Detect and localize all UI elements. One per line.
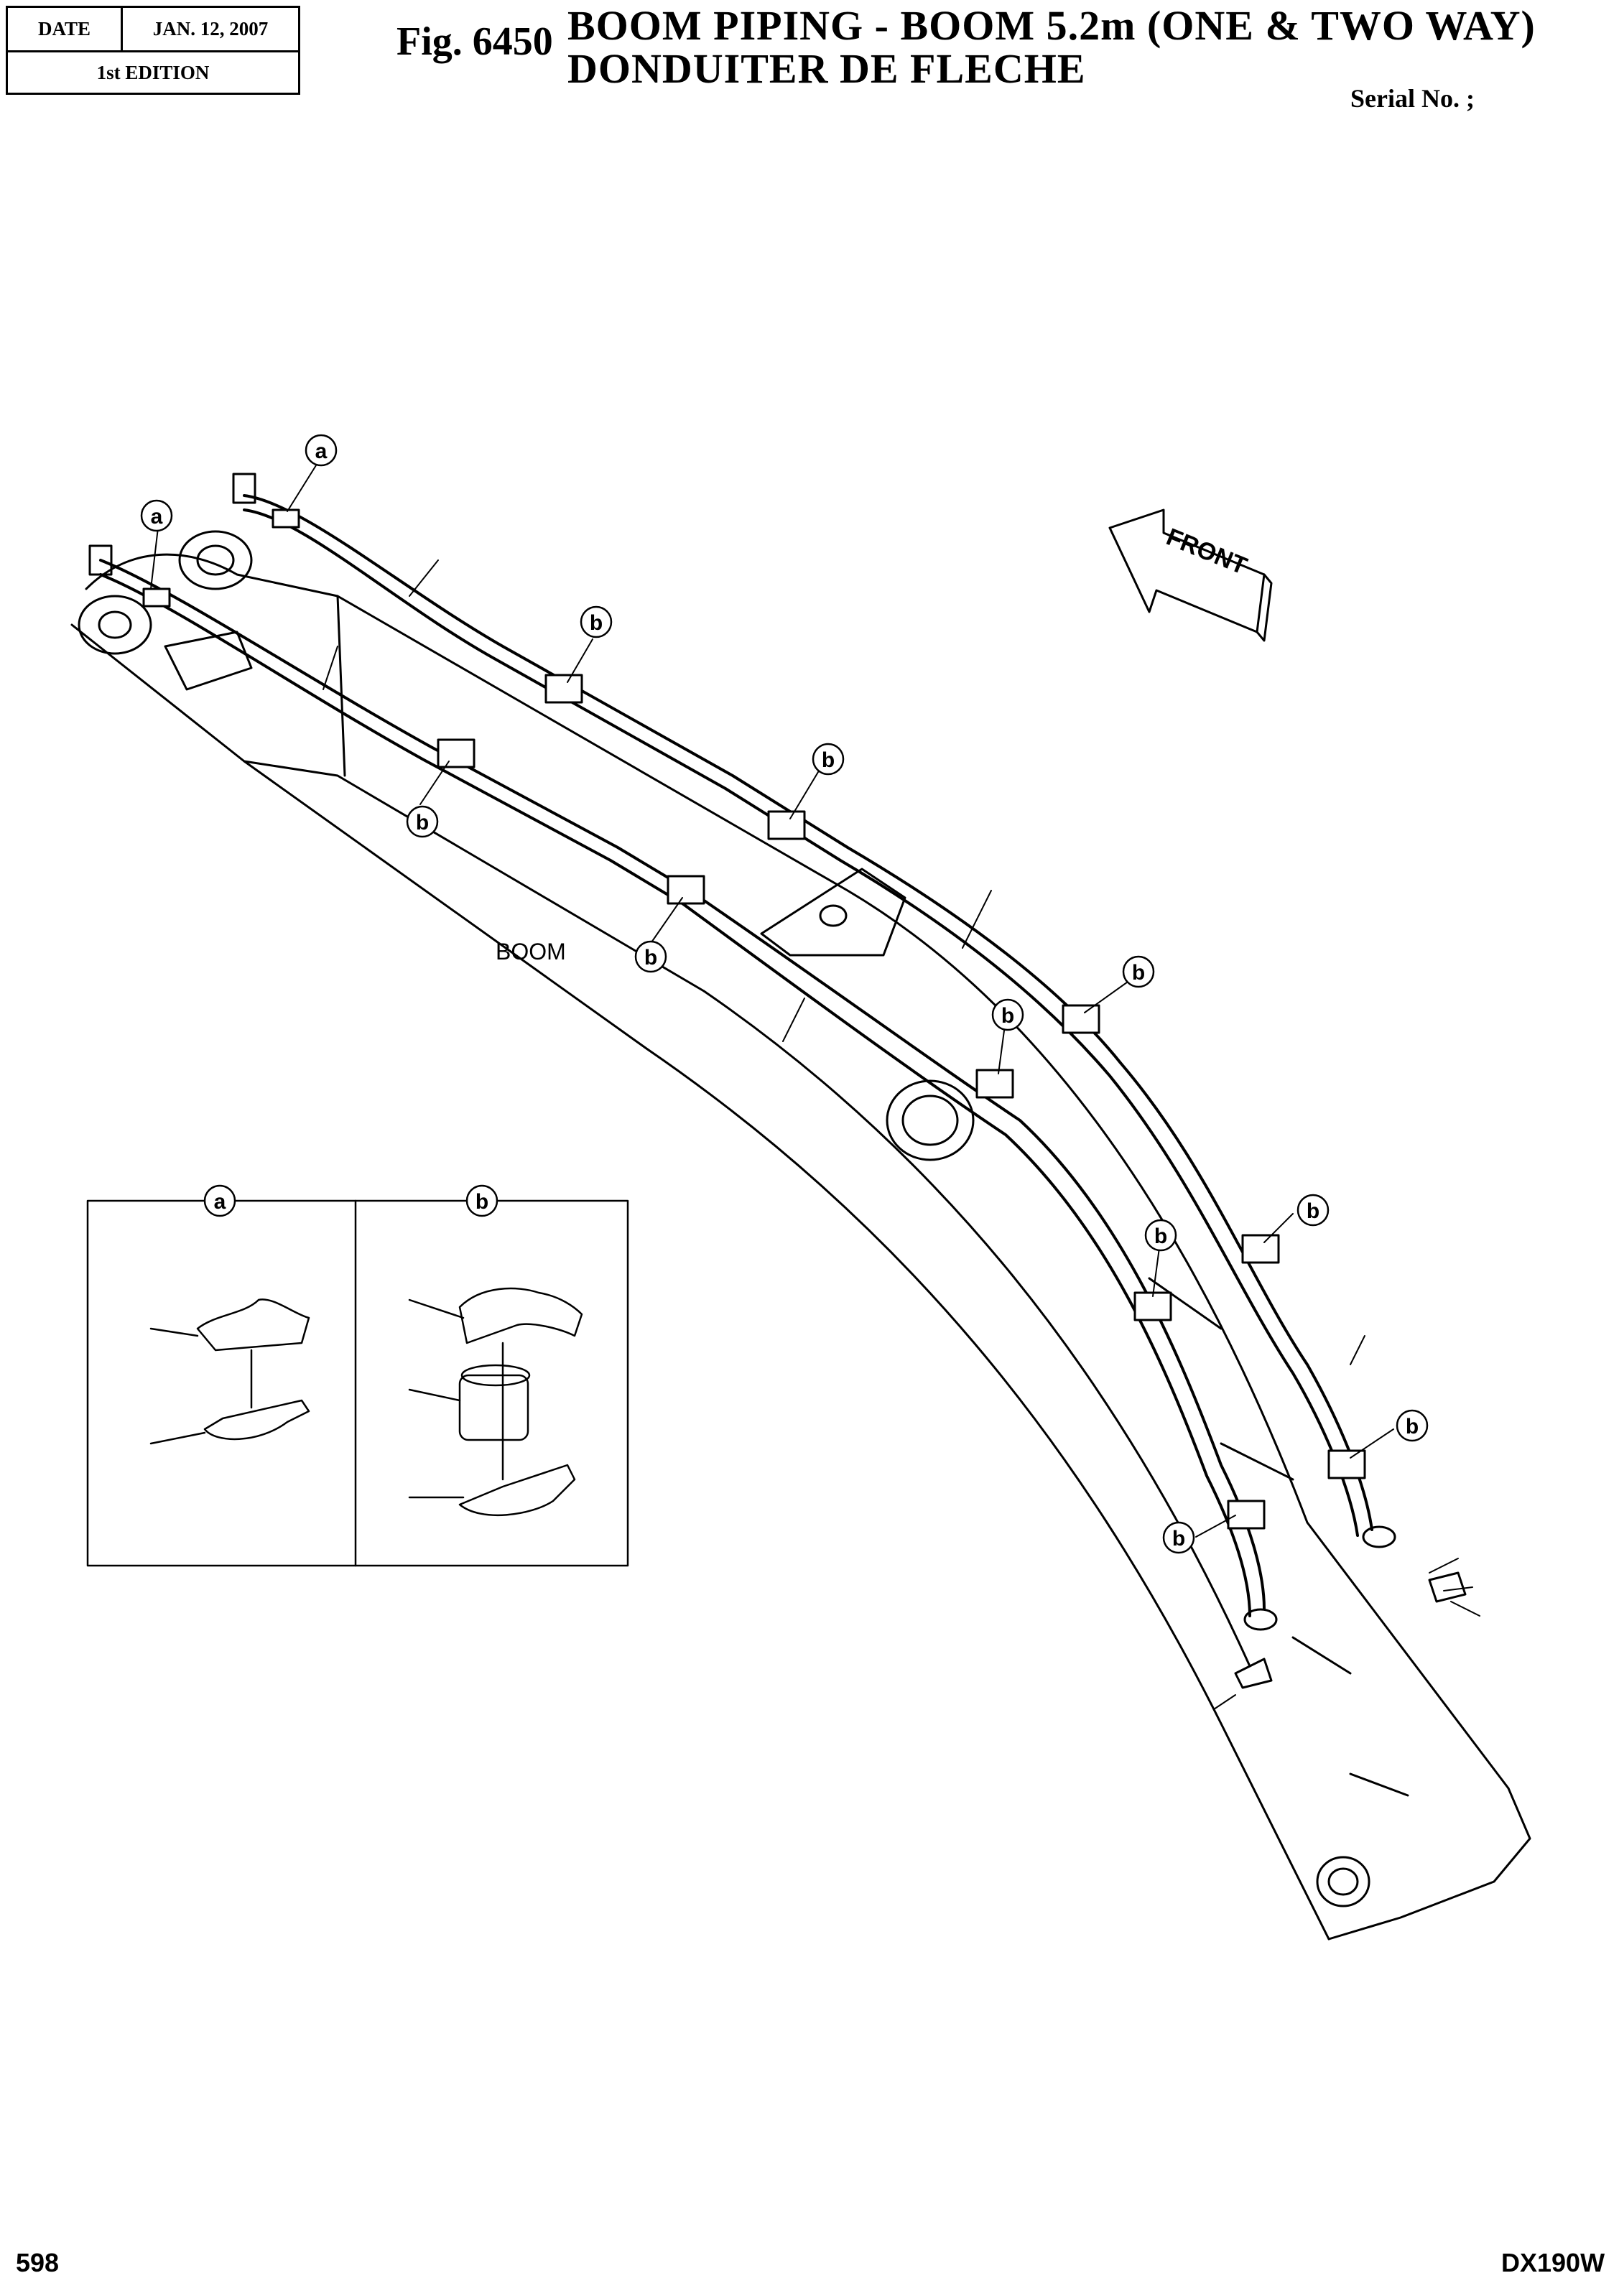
svg-text:b: b — [416, 811, 429, 835]
fitting — [1243, 1608, 1278, 1631]
flange — [1428, 1571, 1467, 1603]
date-value: JAN. 12, 2007 — [123, 8, 298, 52]
model-name: DX190W — [1501, 2248, 1605, 2277]
callout-b: b — [580, 605, 613, 638]
callout-b: b — [0, 0, 13, 5]
svg-text:b: b — [1132, 961, 1145, 985]
boom-label: BOOM — [496, 939, 566, 965]
fitting — [88, 544, 113, 576]
serial-number: Serial No. ; — [1350, 84, 1475, 113]
callout-b: b — [634, 940, 667, 973]
callout-b: b — [406, 805, 439, 838]
page-number: 598 — [16, 2248, 60, 2277]
svg-text:b: b — [1172, 1527, 1185, 1551]
callout-b: b — [1296, 1194, 1330, 1227]
callout-a: a — [140, 499, 173, 532]
leader-lines — [150, 465, 1480, 1710]
header-info-box: DATE JAN. 12, 2007 1st EDITION — [6, 6, 300, 95]
svg-text:b: b — [1001, 1004, 1014, 1028]
svg-text:a: a — [315, 440, 328, 463]
svg-text:a: a — [214, 1190, 226, 1214]
svg-text:b: b — [590, 611, 603, 635]
clamps — [142, 508, 1366, 1530]
fitting — [232, 473, 256, 504]
detail-label-a: a — [203, 1184, 236, 1217]
svg-text:b: b — [1406, 1415, 1419, 1439]
pipe-upper — [243, 494, 1373, 1537]
svg-text:b: b — [1154, 1224, 1167, 1248]
pipe-lower — [99, 559, 1266, 1617]
callout-b: b — [991, 998, 1024, 1031]
page-subtitle: DONDUITER DE FLECHE — [567, 45, 1086, 92]
date-label: DATE — [8, 8, 123, 52]
callouts: a a b b b b b b — [0, 0, 1429, 1554]
page-title: BOOM PIPING - BOOM 5.2m (ONE & TWO WAY) — [567, 2, 1536, 49]
callout-a: a — [305, 434, 338, 467]
svg-text:b: b — [644, 946, 657, 970]
svg-text:b: b — [822, 748, 835, 772]
svg-text:b: b — [476, 1190, 488, 1214]
callout-b: b — [1122, 955, 1155, 988]
callout-b: b — [1396, 1409, 1429, 1442]
figure-number: Fig. 6450 — [396, 19, 553, 64]
callout-b: b — [0, 0, 13, 5]
detail-inset — [86, 1199, 629, 1567]
front-label: FRONT — [1163, 524, 1251, 580]
front-arrow — [1108, 508, 1273, 642]
svg-text:b: b — [1307, 1199, 1319, 1223]
boom-body — [70, 530, 1531, 1941]
detail-label-b: b — [465, 1184, 498, 1217]
callout-b: b — [1162, 1521, 1195, 1554]
edition-label: 1st EDITION — [96, 61, 210, 83]
flange — [1234, 1658, 1273, 1689]
fitting — [1362, 1525, 1396, 1548]
svg-text:a: a — [151, 505, 163, 529]
callout-b: b — [812, 743, 845, 776]
callout-b: b — [1144, 1219, 1177, 1252]
